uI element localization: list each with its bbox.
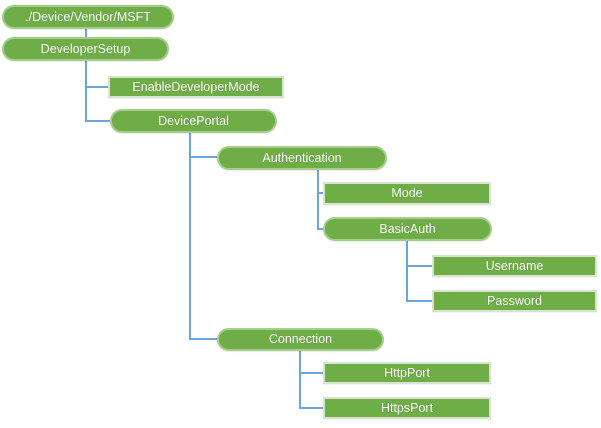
connector-line: [299, 407, 323, 409]
connector-line: [317, 228, 323, 230]
connector-line: [406, 300, 432, 302]
connector-line: [85, 86, 108, 88]
connector-line: [85, 61, 87, 122]
connector-line: [85, 29, 87, 38]
tree-node-username: Username: [432, 255, 597, 277]
tree-node-authentication: Authentication: [217, 146, 387, 170]
connector-line: [406, 241, 408, 302]
connector-line: [317, 170, 319, 230]
connector-line: [85, 120, 110, 122]
tree-node-device-portal: DevicePortal: [110, 109, 277, 133]
connector-line: [299, 351, 301, 409]
tree-node-http-port: HttpPort: [323, 362, 491, 384]
connector-line: [189, 133, 191, 340]
connector-line: [189, 338, 217, 340]
tree-node-https-port: HttpsPort: [323, 397, 491, 419]
tree-node-mode: Mode: [323, 182, 491, 205]
connector-line: [189, 156, 217, 158]
tree-node-enable-developer-mode: EnableDeveloperMode: [108, 76, 284, 98]
connector-line: [317, 192, 323, 194]
tree-node-password: Password: [432, 290, 597, 312]
connector-line: [299, 372, 323, 374]
tree-node-basic-auth: BasicAuth: [323, 217, 492, 241]
tree-node-connection: Connection: [217, 328, 384, 351]
tree-node-msft-root: ./Device/Vendor/MSFT: [2, 5, 174, 29]
tree-node-developer-setup: DeveloperSetup: [2, 37, 169, 61]
connector-line: [406, 265, 432, 267]
